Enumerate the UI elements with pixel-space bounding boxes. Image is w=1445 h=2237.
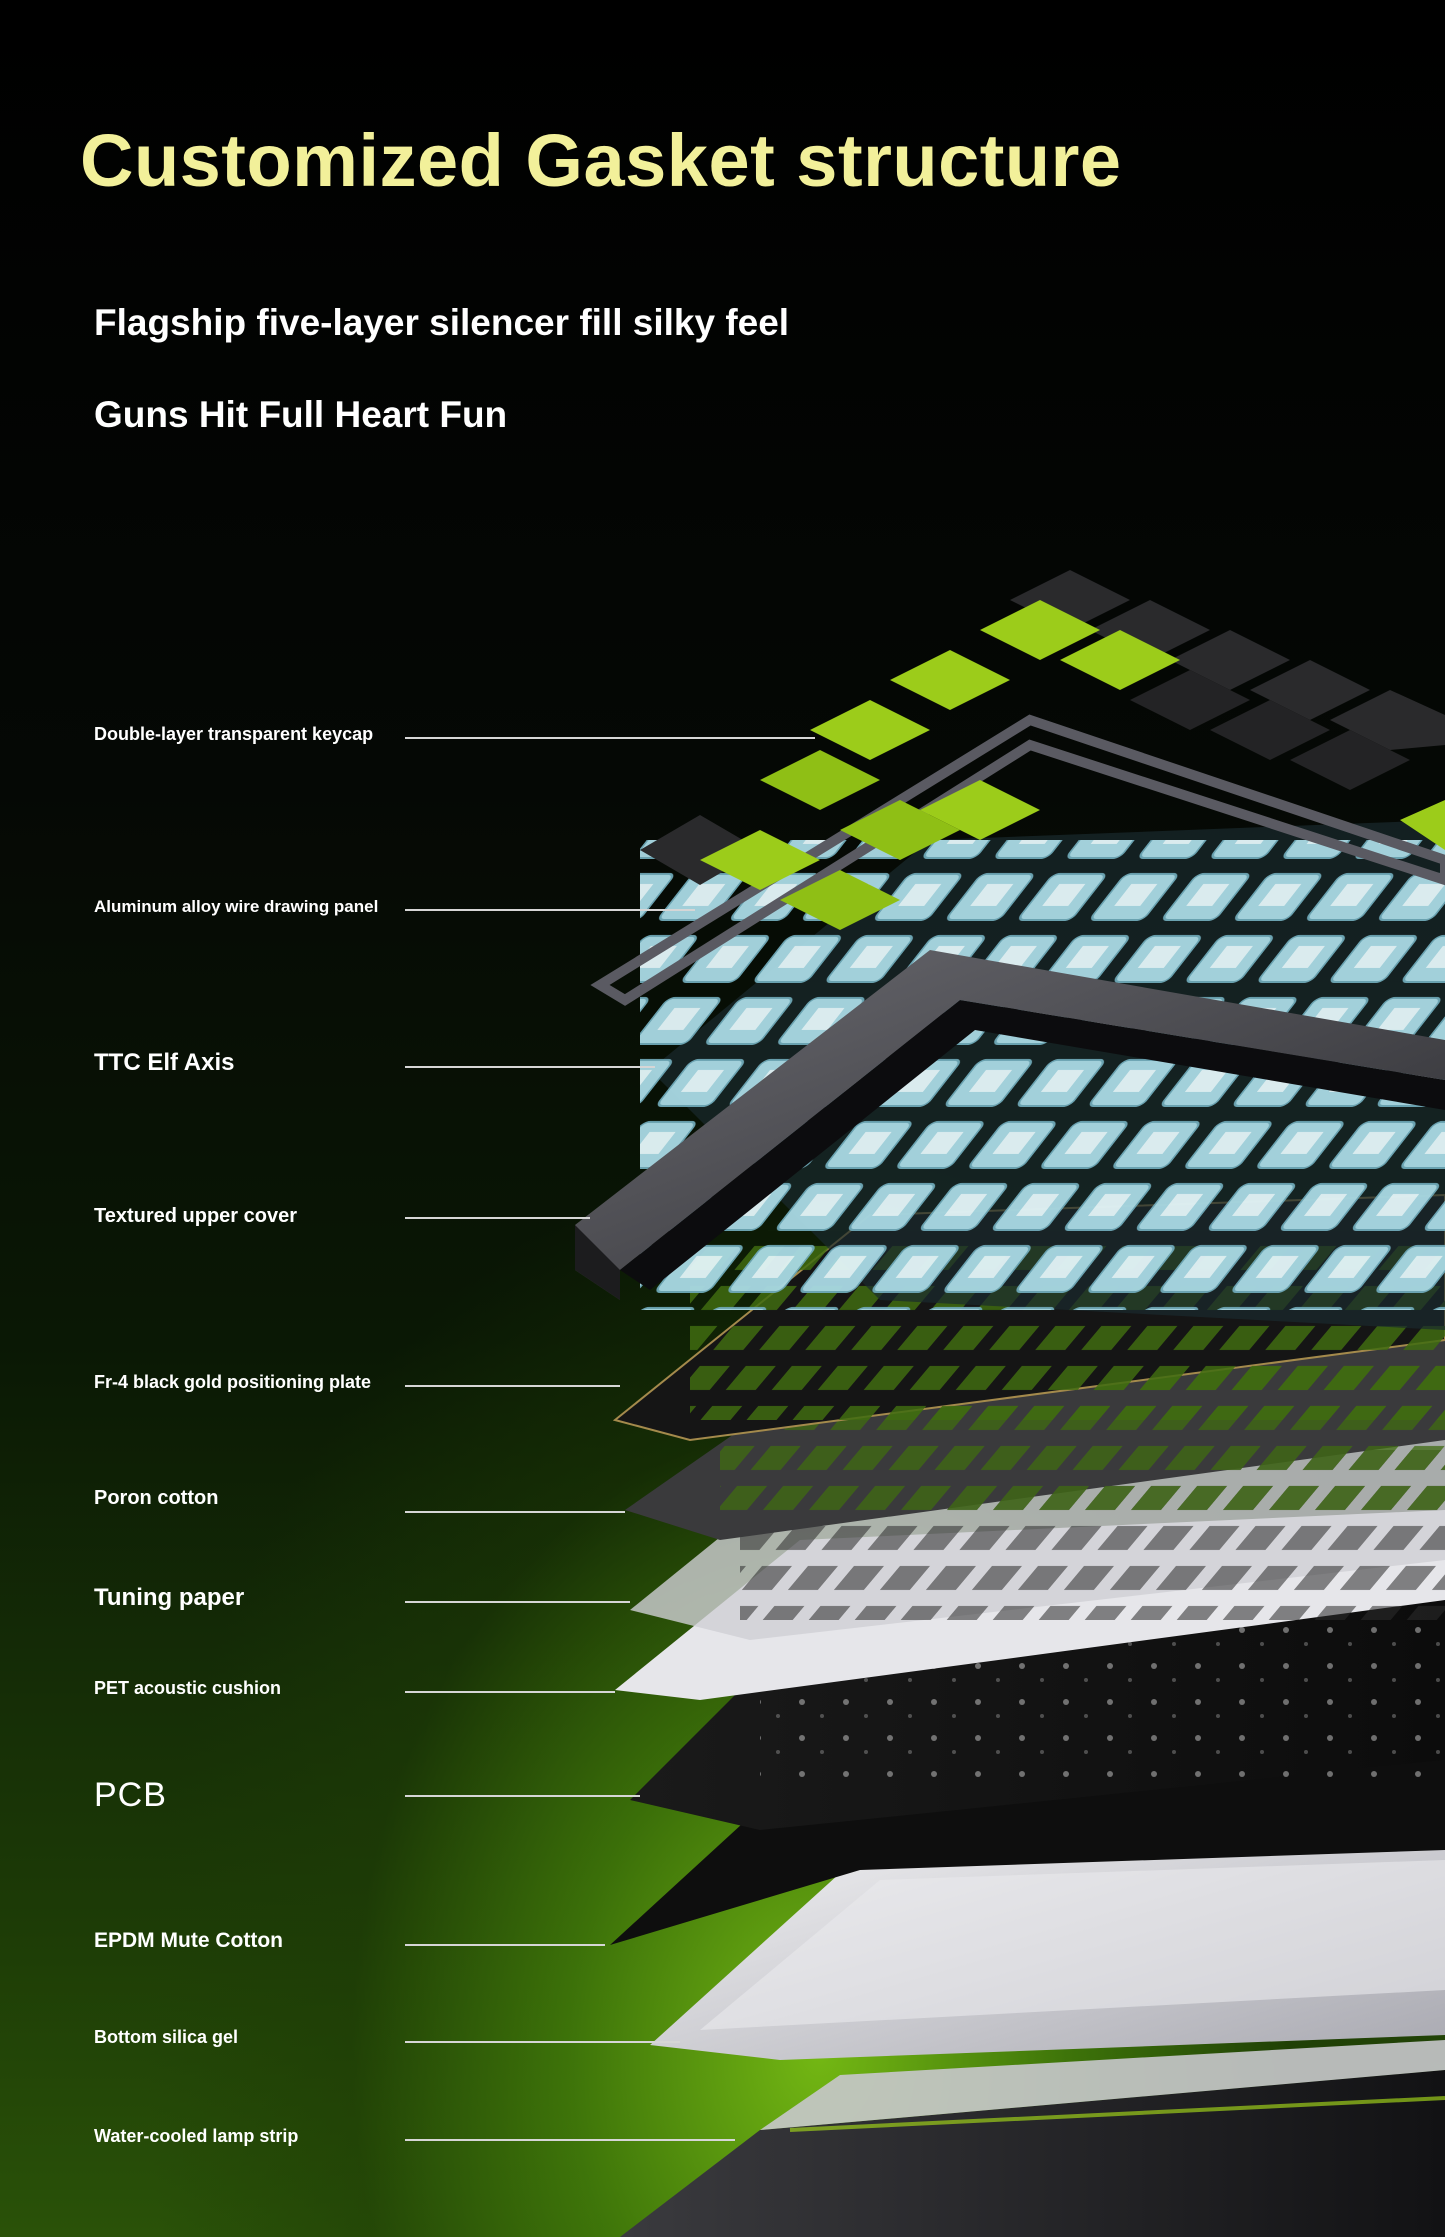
label-positioning-plate: Fr-4 black gold positioning plate <box>94 1372 372 1392</box>
leader-line-lamp-strip <box>405 2139 735 2141</box>
leader-line-upper-cover <box>405 1217 590 1219</box>
leader-line-panel <box>405 909 695 911</box>
label-pet-cushion: PET acoustic cushion <box>94 1678 282 1698</box>
leader-line-tuning-paper <box>405 1601 630 1603</box>
leader-line-keycap <box>405 737 815 739</box>
label-switch: TTC Elf Axis <box>94 1049 235 1076</box>
label-panel: Aluminum alloy wire drawing panel <box>94 897 379 916</box>
subtitle-silencer: Flagship five-layer silencer fill silky … <box>94 302 790 343</box>
leader-line-pcb <box>405 1795 640 1797</box>
label-epdm: EPDM Mute Cotton <box>94 1929 283 1952</box>
label-upper-cover: Textured upper cover <box>94 1205 298 1227</box>
label-lamp-strip: Water-cooled lamp strip <box>94 2126 299 2146</box>
label-silica-gel: Bottom silica gel <box>94 2027 239 2047</box>
label-pcb: PCB <box>94 1776 167 1814</box>
leader-line-silica-gel <box>405 2041 680 2043</box>
leader-line-pet-cushion <box>405 1691 615 1693</box>
leader-line-positioning-plate <box>405 1385 620 1387</box>
page-title: Customized Gasket structure <box>80 119 1122 202</box>
subtitle-fun: Guns Hit Full Heart Fun <box>94 394 508 435</box>
leader-line-switch <box>405 1066 655 1068</box>
leader-line-poron <box>405 1511 625 1513</box>
label-tuning-paper: Tuning paper <box>94 1584 245 1611</box>
label-poron: Poron cotton <box>94 1487 219 1509</box>
leader-line-epdm <box>405 1944 605 1946</box>
keycaps-green <box>700 600 1445 930</box>
label-keycap: Double-layer transparent keycap <box>94 724 374 744</box>
